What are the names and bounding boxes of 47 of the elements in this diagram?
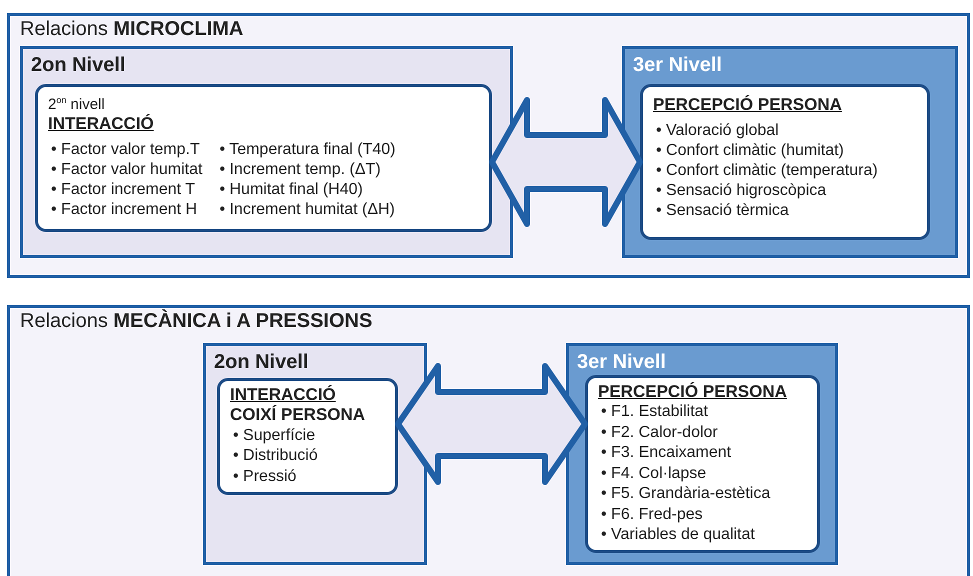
bullet-item: • Confort climàtic (humitat) xyxy=(656,141,845,162)
bullet-item: • Confort climàtic (temperatura) xyxy=(656,161,878,182)
bullet-item: • Variables de qualitat xyxy=(601,525,756,546)
double-arrow xyxy=(489,97,643,227)
bullet-item: • Humitat final (H40) xyxy=(219,180,364,200)
level-title: 3er Nivell xyxy=(577,351,666,374)
level-title: 2on Nivell xyxy=(214,351,308,374)
bullet-item: • Factor increment H xyxy=(51,200,198,220)
level-title: 2on Nivell xyxy=(31,54,126,77)
bullet-item: • Factor increment T xyxy=(51,180,196,200)
bullet-item: • Superfície xyxy=(233,426,316,446)
content-card xyxy=(217,378,398,495)
bullet-item: • F6. Fred-pes xyxy=(601,504,704,525)
bullet-item: • Increment humitat (ΔH) xyxy=(219,200,396,220)
card-heading: 2$^{on}$ nivell xyxy=(48,95,106,114)
content-card xyxy=(35,84,492,232)
level-panel xyxy=(622,46,958,258)
panel-title: Relacions MICROCLIMA xyxy=(20,18,244,41)
bullet-item: • F1. Estabilitat xyxy=(601,402,709,422)
bullet-item: • Factor valor temp.T xyxy=(51,140,201,160)
group-panel xyxy=(7,305,970,576)
bullet-item: • Pressió xyxy=(233,466,298,487)
content-card xyxy=(640,84,930,240)
level-panel xyxy=(566,343,838,565)
bullet-item: • Valoració global xyxy=(656,121,780,142)
bullet-item: • F4. Col·lapse xyxy=(601,464,708,484)
double-arrow xyxy=(395,363,588,485)
bullet-item: • Sensació higroscòpica xyxy=(656,181,828,202)
group-panel xyxy=(7,13,970,278)
card-heading: COIXÍ PERSONA xyxy=(230,405,366,426)
level-panel xyxy=(203,343,427,565)
content-card xyxy=(585,375,820,553)
bullet-item: • Distribució xyxy=(233,446,318,466)
card-heading: PERCEPCIÓ PERSONA xyxy=(598,382,788,402)
level-panel xyxy=(20,46,513,258)
bullet-item: • Increment temp. (ΔT) xyxy=(219,160,382,180)
card-heading: INTERACCIÓ xyxy=(230,385,337,405)
bullet-item: • F2. Calor-dolor xyxy=(601,422,719,443)
bullet-item: • Sensació tèrmica xyxy=(656,201,790,222)
panel-title: Relacions MECÀNICA i A PRESSIONS xyxy=(20,310,372,333)
bullet-item: • Temperatura final (T40) xyxy=(219,140,396,160)
bullet-item: • F5. Grandària-estètica xyxy=(601,484,770,504)
card-heading: INTERACCIÓ xyxy=(48,114,155,134)
bullet-item: • Factor valor humitat xyxy=(51,160,202,180)
level-title: 3er Nivell xyxy=(633,54,722,77)
card-heading: PERCEPCIÓ PERSONA xyxy=(653,95,843,116)
bullet-item: • F3. Encaixament xyxy=(601,443,732,464)
